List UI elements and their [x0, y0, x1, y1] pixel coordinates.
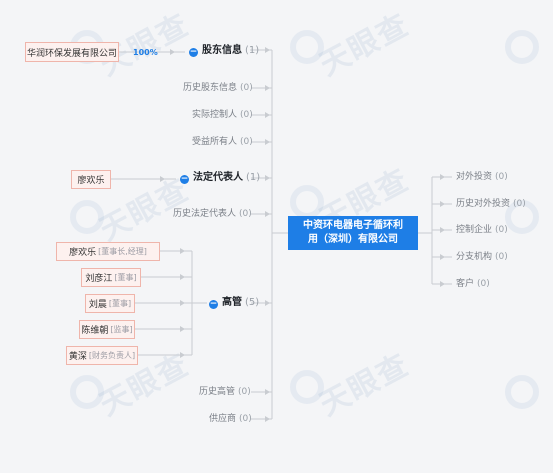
executive-name: 刘彦江 — [85, 274, 113, 284]
branch-count: (0) — [477, 279, 490, 289]
branch-label: 法定代表人 — [193, 172, 243, 183]
branch-label: 高管 — [222, 297, 242, 308]
branch-count: (0) — [239, 209, 252, 219]
executive-name: 刘晨 — [88, 300, 107, 310]
branch-label: 历史对外投资 — [456, 199, 511, 209]
branch-history-shareholder[interactable]: 历史股东信息(0) — [183, 84, 253, 93]
watermark-logo-icon — [505, 375, 539, 409]
executive-box[interactable]: 陈维朝[监事] — [79, 320, 135, 339]
branch-label: 控制企业 — [456, 225, 493, 235]
branch-count: (5) — [245, 297, 260, 308]
branch-count: (0) — [240, 137, 253, 147]
branch-history-legal-rep[interactable]: 历史法定代表人(0) — [173, 210, 252, 219]
branch-investment[interactable]: 对外投资(0) — [456, 173, 508, 182]
executive-role: [财务负责人] — [88, 351, 136, 360]
branch-count: (0) — [513, 199, 526, 209]
shareholding-percent: 100% — [133, 48, 158, 57]
company-name-line2: 用（深圳）有限公司 — [308, 234, 398, 245]
branch-executives[interactable]: −高管(5) — [209, 298, 259, 309]
executive-box[interactable]: 黄深[财务负责人] — [66, 346, 138, 365]
branch-count: (0) — [495, 252, 508, 262]
branch-label: 历史高管 — [199, 387, 236, 397]
collapse-icon[interactable]: − — [180, 174, 189, 184]
branch-controlled-companies[interactable]: 控制企业(0) — [456, 226, 508, 235]
watermark-logo-icon — [290, 30, 324, 64]
branch-actual-controller[interactable]: 实际控制人(0) — [192, 111, 253, 120]
branch-label: 受益所有人 — [192, 137, 238, 147]
branch-branch-offices[interactable]: 分支机构(0) — [456, 253, 508, 262]
collapse-icon[interactable]: − — [209, 299, 218, 309]
branch-suppliers[interactable]: 供应商(0) — [209, 415, 252, 424]
branch-label: 实际控制人 — [192, 110, 238, 120]
executive-box[interactable]: 廖欢乐[董事长,经理] — [56, 242, 160, 261]
executive-role: [监事] — [110, 325, 133, 334]
branch-count: (1) — [246, 172, 261, 183]
watermark-logo-icon — [70, 200, 104, 234]
branch-history-executives[interactable]: 历史高管(0) — [199, 388, 251, 397]
branch-count: (0) — [239, 414, 252, 424]
executive-box[interactable]: 刘彦江[董事] — [81, 268, 141, 287]
branch-count: (0) — [238, 387, 251, 397]
branch-history-investment[interactable]: 历史对外投资(0) — [456, 200, 526, 209]
branch-shareholder[interactable]: −股东信息(1) — [189, 46, 259, 57]
executive-name: 陈维朝 — [81, 326, 109, 336]
company-name-line1: 中资环电器电子循环利 — [303, 220, 403, 231]
executive-name: 廖欢乐 — [69, 248, 97, 258]
legal-rep-box[interactable]: 廖欢乐 — [71, 170, 111, 189]
branch-customers[interactable]: 客户(0) — [456, 280, 490, 289]
branch-beneficiary[interactable]: 受益所有人(0) — [192, 138, 253, 147]
watermark-logo-icon — [505, 30, 539, 64]
center-company-node[interactable]: 中资环电器电子循环利 用（深圳）有限公司 — [288, 216, 418, 250]
branch-label: 客户 — [456, 279, 475, 289]
branch-label: 分支机构 — [456, 252, 493, 262]
watermark-logo-icon — [70, 375, 104, 409]
executive-box[interactable]: 刘晨[董事] — [85, 294, 135, 313]
executive-role: [董事] — [114, 273, 137, 282]
executive-name: 黄深 — [68, 352, 87, 362]
branch-legal-rep[interactable]: −法定代表人(1) — [180, 173, 260, 184]
branch-label: 历史法定代表人 — [173, 209, 237, 219]
branch-label: 历史股东信息 — [183, 83, 238, 93]
branch-count: (0) — [495, 225, 508, 235]
branch-label: 对外投资 — [456, 172, 493, 182]
shareholder-company-box[interactable]: 华润环保发展有限公司 — [25, 42, 119, 62]
shareholder-company-name: 华润环保发展有限公司 — [26, 48, 117, 59]
executive-role: [董事长,经理] — [98, 247, 147, 256]
branch-count: (0) — [240, 83, 253, 93]
collapse-icon[interactable]: − — [189, 47, 198, 57]
branch-count: (1) — [245, 45, 260, 56]
branch-label: 股东信息 — [202, 45, 242, 56]
legal-rep-name: 廖欢乐 — [77, 176, 105, 186]
branch-label: 供应商 — [209, 414, 237, 424]
watermark-logo-icon — [505, 200, 539, 234]
branch-count: (0) — [240, 110, 253, 120]
executive-role: [董事] — [108, 299, 132, 308]
watermark-logo-icon — [290, 370, 324, 404]
branch-count: (0) — [495, 172, 508, 182]
